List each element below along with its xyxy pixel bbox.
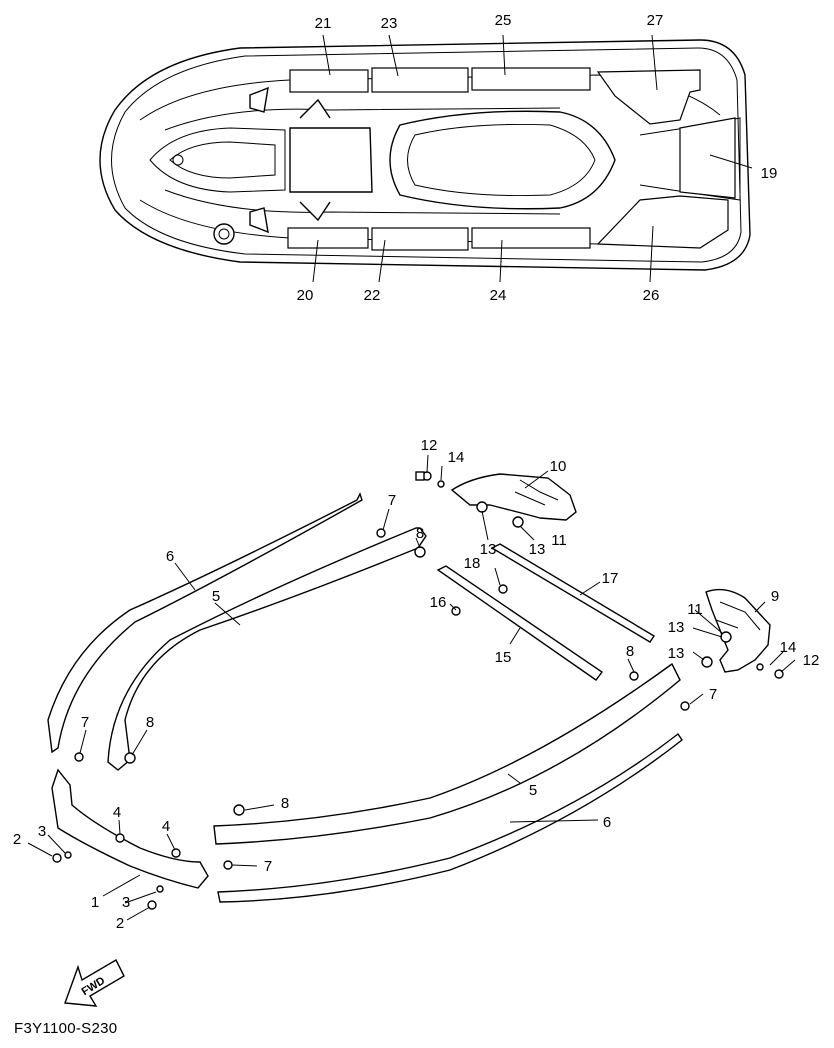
diagram-code: F3Y1100-S230 bbox=[14, 1020, 118, 1037]
hull-top-view bbox=[99, 39, 751, 271]
callout-8-d: 8 bbox=[281, 795, 289, 812]
callout-7-d: 7 bbox=[264, 858, 272, 875]
callout-25: 25 bbox=[495, 12, 512, 29]
leader-lines bbox=[27, 34, 796, 921]
callout-11-a: 11 bbox=[551, 532, 567, 549]
callout-12-b: 12 bbox=[803, 652, 820, 669]
callout-2-b: 2 bbox=[116, 915, 124, 932]
callout-8-b: 8 bbox=[626, 643, 634, 660]
callout-10: 10 bbox=[550, 458, 567, 475]
fwd-arrow: FWD bbox=[64, 959, 125, 1007]
callouts: 21 23 25 27 19 20 22 24 26 12 14 10 13 1… bbox=[13, 12, 820, 932]
callout-27: 27 bbox=[647, 12, 664, 29]
callout-1: 1 bbox=[91, 894, 99, 911]
part-9 bbox=[705, 588, 771, 673]
callout-13-c: 13 bbox=[668, 619, 685, 636]
callout-9: 9 bbox=[771, 588, 779, 605]
callout-6-a: 6 bbox=[166, 548, 174, 565]
callout-23: 23 bbox=[381, 15, 398, 32]
mat-24 bbox=[471, 227, 591, 249]
callout-13-a: 13 bbox=[480, 541, 497, 558]
mat-19 bbox=[679, 117, 736, 199]
callout-7-b: 7 bbox=[709, 686, 717, 703]
part-15 bbox=[436, 565, 604, 681]
mat-25 bbox=[471, 67, 591, 91]
exploded-parts bbox=[47, 473, 771, 903]
callout-12-a: 12 bbox=[421, 437, 438, 454]
mat-20 bbox=[287, 227, 369, 249]
callout-18: 18 bbox=[464, 555, 481, 572]
callout-6-b: 6 bbox=[603, 814, 611, 831]
callout-14-b: 14 bbox=[780, 639, 797, 656]
mat-21 bbox=[289, 69, 369, 93]
part-5-upper bbox=[107, 527, 427, 771]
callout-8-c: 8 bbox=[146, 714, 154, 731]
callout-8-a: 8 bbox=[416, 525, 424, 542]
callout-19: 19 bbox=[761, 165, 778, 182]
callout-4-a: 3 bbox=[38, 823, 46, 840]
callout-13-d: 13 bbox=[668, 645, 685, 662]
callout-17: 16 bbox=[430, 594, 447, 611]
callout-26: 26 bbox=[643, 287, 660, 304]
part-6-upper bbox=[47, 492, 363, 754]
part-5-lower bbox=[213, 662, 681, 845]
callout-15: 15 bbox=[495, 649, 512, 666]
callout-4-b: 3 bbox=[122, 894, 130, 911]
callout-20: 20 bbox=[297, 287, 314, 304]
callout-3-b: 4 bbox=[162, 818, 170, 835]
callout-5-a: 5 bbox=[212, 588, 220, 605]
callout-7-c: 7 bbox=[81, 714, 89, 731]
callout-5-b: 5 bbox=[529, 782, 537, 799]
callout-21: 21 bbox=[315, 15, 332, 32]
part-6-lower bbox=[217, 732, 683, 903]
part-1 bbox=[51, 768, 209, 889]
callout-11-b: 11 bbox=[687, 601, 703, 618]
callout-13-b: 13 bbox=[529, 541, 546, 558]
mat-22 bbox=[371, 227, 469, 251]
callout-2-a: 2 bbox=[13, 831, 21, 848]
mat-26 bbox=[596, 195, 729, 249]
mat-27 bbox=[596, 69, 701, 125]
callout-3-a: 4 bbox=[113, 804, 121, 821]
part-10 bbox=[450, 473, 577, 521]
callout-22: 22 bbox=[364, 287, 381, 304]
fasteners bbox=[52, 471, 784, 910]
callout-16: 17 bbox=[602, 570, 619, 587]
callout-7-a: 7 bbox=[388, 492, 396, 509]
callout-24: 24 bbox=[490, 287, 507, 304]
part-16 bbox=[490, 543, 655, 643]
callout-14-a: 14 bbox=[448, 449, 465, 466]
mat-23 bbox=[371, 67, 469, 93]
